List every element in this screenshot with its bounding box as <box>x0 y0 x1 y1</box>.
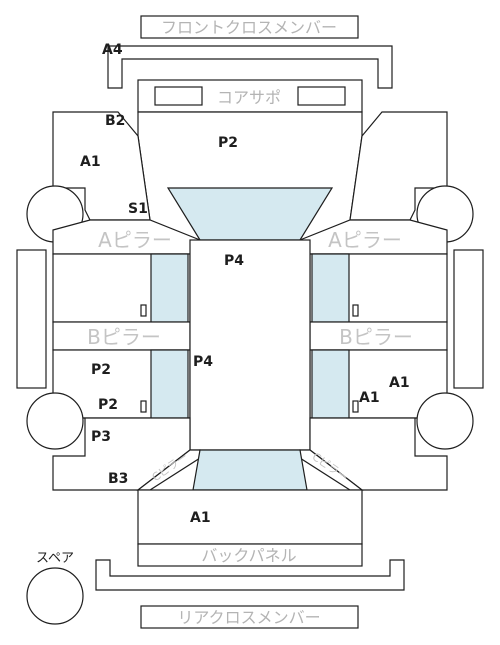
rear-window-glass[interactable] <box>192 449 308 491</box>
rear-right-quarter-panel[interactable] <box>309 417 448 491</box>
core-support-right-slot <box>297 86 346 106</box>
code-b2: B2 <box>105 113 125 129</box>
b-pillar-right-label: Bピラー <box>339 325 413 349</box>
code-a1-rear-right-a: A1 <box>389 375 410 391</box>
code-p3: P3 <box>91 429 111 445</box>
front-cross-member-label: フロントクロスメンバー <box>161 18 337 37</box>
rear-left-quarter-panel[interactable] <box>52 417 191 491</box>
code-s1: S1 <box>128 201 148 217</box>
rear-right-window[interactable] <box>311 349 350 419</box>
code-p4-roof: P4 <box>224 253 244 269</box>
b-pillar-left-label: Bピラー <box>87 325 161 349</box>
core-support-left-slot <box>154 86 203 106</box>
rear-left-window[interactable] <box>150 349 189 419</box>
code-a1-rear-right-b: A1 <box>359 390 380 406</box>
core-support[interactable]: コアサポ <box>137 79 363 113</box>
code-a4: A4 <box>102 42 123 58</box>
front-right-door-handle <box>352 304 359 317</box>
roof-panel[interactable] <box>189 239 311 451</box>
code-b3: B3 <box>108 471 128 487</box>
a-pillar-left-label: Aピラー <box>98 228 172 252</box>
back-panel-label: バックパネル <box>201 546 296 565</box>
code-p2-rear-left-a: P2 <box>91 362 111 378</box>
code-p2-hood: P2 <box>218 135 238 151</box>
rear-bumper-bracket[interactable] <box>95 559 405 591</box>
back-panel[interactable]: バックパネル <box>137 543 363 567</box>
a-pillar-right-label: Aピラー <box>328 228 402 252</box>
rear-cross-member[interactable]: リアクロスメンバー <box>140 605 359 629</box>
b-pillar-left[interactable]: Bピラー <box>52 321 191 351</box>
rear-right-wheel[interactable] <box>416 392 474 450</box>
left-rocker-panel[interactable] <box>16 249 47 389</box>
code-p4-side: P4 <box>193 354 213 370</box>
front-cross-member[interactable]: フロントクロスメンバー <box>140 15 359 39</box>
code-a1-rear: A1 <box>190 510 211 526</box>
rear-left-door-handle <box>140 400 147 413</box>
b-pillar-right[interactable]: Bピラー <box>309 321 448 351</box>
rear-cross-member-label: リアクロスメンバー <box>177 608 320 627</box>
front-left-window[interactable] <box>150 253 189 323</box>
rear-left-wheel[interactable] <box>26 392 84 450</box>
a-pillar-left[interactable]: Aピラー <box>52 219 201 255</box>
spare-tire-label: スペア <box>36 551 74 566</box>
spare-tire[interactable]: スペア <box>26 551 84 625</box>
code-a1-front-left: A1 <box>80 154 101 170</box>
front-left-door-handle <box>140 304 147 317</box>
code-p2-rear-left-b: P2 <box>98 397 118 413</box>
front-bumper-bracket[interactable] <box>107 45 393 89</box>
a-pillar-right[interactable]: Aピラー <box>299 219 448 255</box>
core-support-label: コアサポ <box>217 88 281 107</box>
trunk-lid[interactable] <box>137 489 363 545</box>
right-rocker-panel[interactable] <box>453 249 484 389</box>
front-right-window[interactable] <box>311 253 350 323</box>
rear-right-door-handle <box>352 400 359 413</box>
